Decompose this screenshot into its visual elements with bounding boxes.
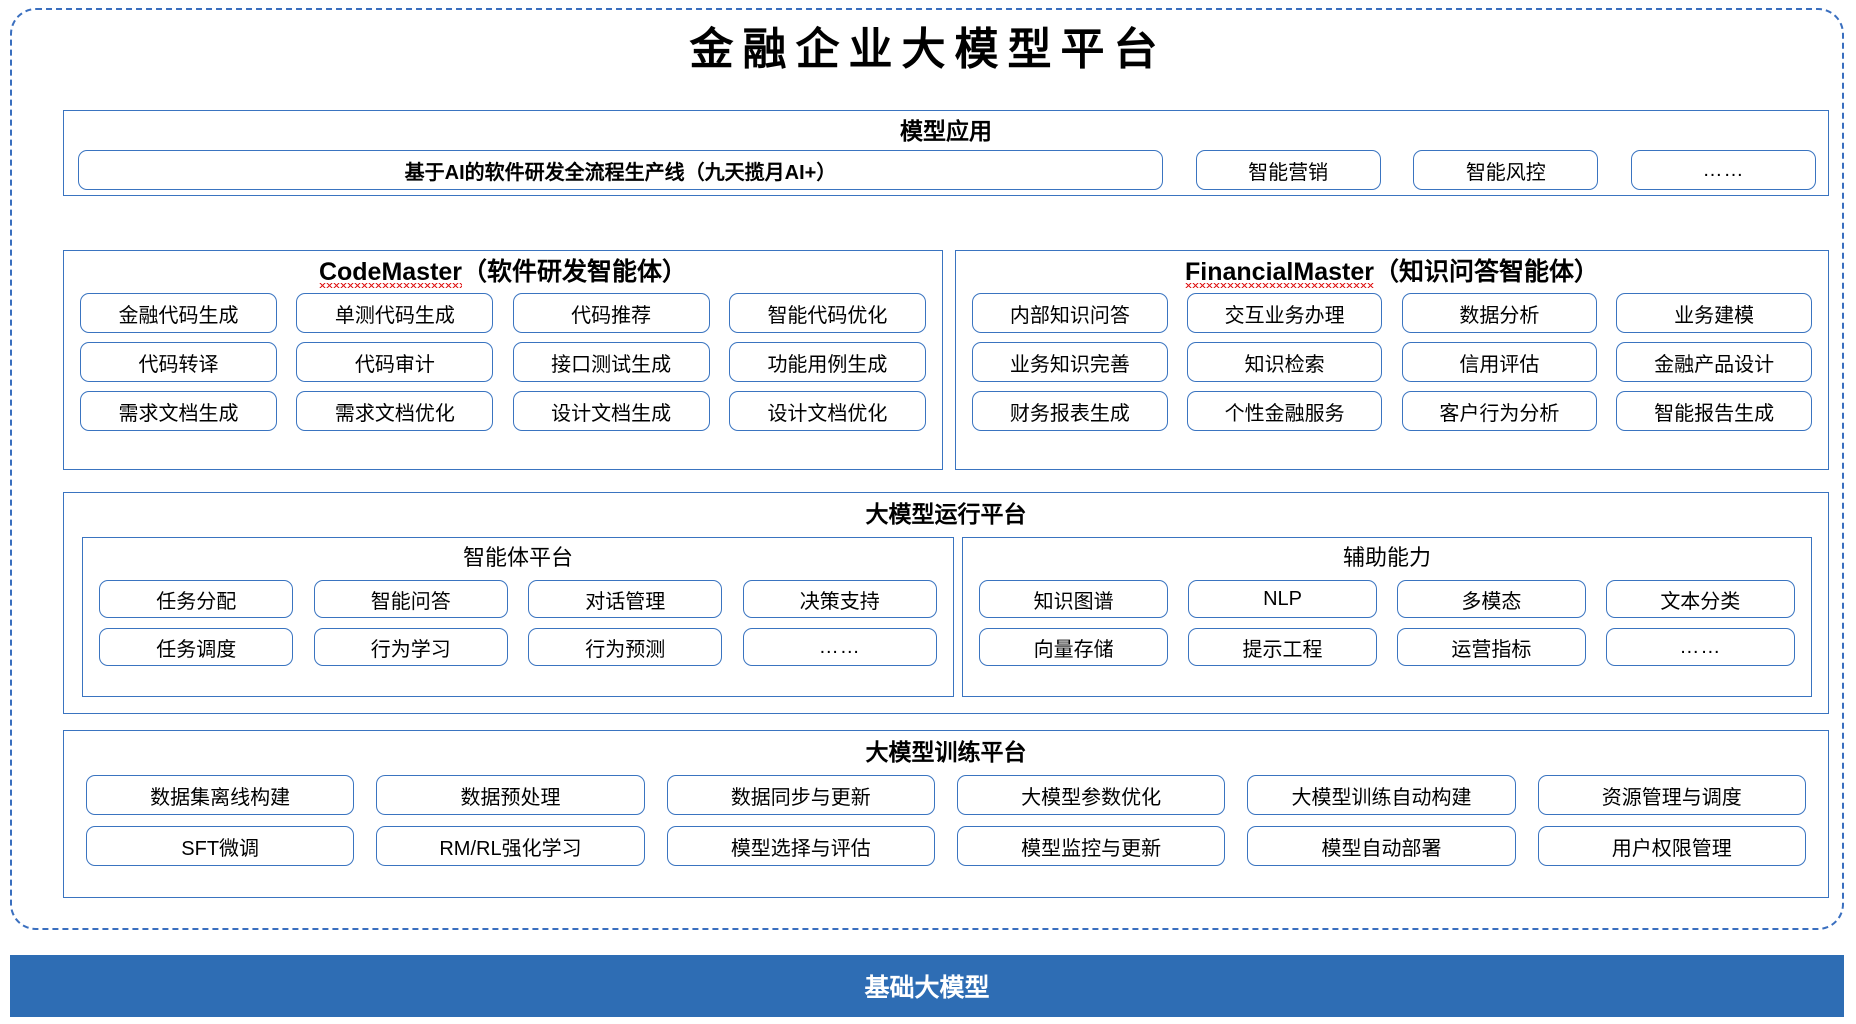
model-application-title: 模型应用 [900, 118, 992, 144]
financialmaster-item-financial-product-design[interactable]: 金融产品设计 [1616, 342, 1812, 382]
training-item-data-sync-update[interactable]: 数据同步与更新 [666, 775, 935, 815]
training-item-auto-training-build[interactable]: 大模型训练自动构建 [1247, 775, 1516, 815]
foundation-model-bar: 基础大模型 [10, 955, 1844, 1017]
app-item-more[interactable]: …… [1630, 150, 1816, 190]
financialmaster-item-financial-report-gen[interactable]: 财务报表生成 [972, 391, 1168, 431]
financialmaster-heading: FinancialMaster（知识问答智能体） [956, 255, 1828, 289]
codemaster-row-3: 需求文档生成 需求文档优化 设计文档生成 设计文档优化 [80, 391, 926, 431]
codemaster-row-2: 代码转译 代码审计 接口测试生成 功能用例生成 [80, 342, 926, 382]
financialmaster-item-business-knowledge-improve[interactable]: 业务知识完善 [972, 342, 1168, 382]
runtime-platform-title: 大模型运行平台 [865, 501, 1027, 527]
agent-platform-item-behavior-prediction[interactable]: 行为预测 [528, 628, 723, 666]
training-item-user-permission[interactable]: 用户权限管理 [1537, 826, 1806, 866]
agent-platform-item-more[interactable]: …… [742, 628, 937, 666]
agent-platform-item-behavior-learning[interactable]: 行为学习 [313, 628, 508, 666]
aux-capability-item-more[interactable]: …… [1605, 628, 1795, 666]
aux-capability-item-text-classification[interactable]: 文本分类 [1605, 580, 1795, 618]
financialmaster-item-smart-report-gen[interactable]: 智能报告生成 [1616, 391, 1812, 431]
aux-capability-item-operation-metrics[interactable]: 运营指标 [1396, 628, 1587, 666]
training-platform-grid: 数据集离线构建 数据预处理 数据同步与更新 大模型参数优化 大模型训练自动构建 … [86, 775, 1806, 877]
training-platform-title: 大模型训练平台 [865, 739, 1027, 765]
financialmaster-row-3: 财务报表生成 个性金融服务 客户行为分析 智能报告生成 [972, 391, 1812, 431]
aux-capability-item-knowledge-graph[interactable]: 知识图谱 [979, 580, 1169, 618]
app-item-smart-marketing[interactable]: 智能营销 [1195, 150, 1381, 190]
financialmaster-item-credit-assessment[interactable]: 信用评估 [1401, 342, 1598, 382]
foundation-model-label: 基础大模型 [864, 974, 990, 1002]
financialmaster-item-customer-behavior-analysis[interactable]: 客户行为分析 [1401, 391, 1598, 431]
training-item-model-monitor-update[interactable]: 模型监控与更新 [956, 826, 1226, 866]
training-platform-row-1: 数据集离线构建 数据预处理 数据同步与更新 大模型参数优化 大模型训练自动构建 … [86, 775, 1806, 815]
financialmaster-item-internal-knowledge-qa[interactable]: 内部知识问答 [972, 293, 1168, 333]
codemaster-item-unit-test-code-gen[interactable]: 单测代码生成 [296, 293, 494, 333]
codemaster-item-interface-test-gen[interactable]: 接口测试生成 [512, 342, 710, 382]
financialmaster-grid: 内部知识问答 交互业务办理 数据分析 业务建模 业务知识完善 知识检索 信用评估… [972, 293, 1812, 440]
agent-platform-grid: 任务分配 智能问答 对话管理 决策支持 任务调度 行为学习 行为预测 …… [99, 580, 937, 676]
financialmaster-item-interactive-business[interactable]: 交互业务办理 [1186, 293, 1383, 333]
codemaster-item-code-audit[interactable]: 代码审计 [296, 342, 494, 382]
codemaster-item-function-case-gen[interactable]: 功能用例生成 [728, 342, 926, 382]
codemaster-item-design-doc-optimize[interactable]: 设计文档优化 [728, 391, 926, 431]
training-item-rm-rl[interactable]: RM/RL强化学习 [376, 826, 645, 866]
codemaster-row-1: 金融代码生成 单测代码生成 代码推荐 智能代码优化 [80, 293, 926, 333]
runtime-platform-section: 大模型运行平台 智能体平台 任务分配 智能问答 对话管理 决策支持 任务调度 行… [63, 492, 1829, 714]
agent-platform-item-decision-support[interactable]: 决策支持 [742, 580, 937, 618]
training-platform-section: 大模型训练平台 数据集离线构建 数据预处理 数据同步与更新 大模型参数优化 大模… [63, 730, 1829, 898]
agent-platform-item-smart-qa[interactable]: 智能问答 [313, 580, 508, 618]
financialmaster-section: FinancialMaster（知识问答智能体） 内部知识问答 交互业务办理 数… [955, 250, 1829, 470]
model-application-section: 模型应用 基于AI的软件研发全流程生产线（九天揽月AI+） 智能营销 智能风控 … [63, 110, 1829, 196]
agent-platform-row-2: 任务调度 行为学习 行为预测 …… [99, 628, 937, 666]
aux-capability-item-prompt-engineering[interactable]: 提示工程 [1187, 628, 1378, 666]
codemaster-suffix: （软件研发智能体） [462, 258, 688, 286]
app-item-ai-sdlc-pipeline[interactable]: 基于AI的软件研发全流程生产线（九天揽月AI+） [78, 150, 1163, 190]
financialmaster-name: FinancialMaster [1185, 258, 1374, 286]
training-platform-row-2: SFT微调 RM/RL强化学习 模型选择与评估 模型监控与更新 模型自动部署 用… [86, 826, 1806, 866]
codemaster-grid: 金融代码生成 单测代码生成 代码推荐 智能代码优化 代码转译 代码审计 接口测试… [80, 293, 926, 440]
aux-capability-row-2: 向量存储 提示工程 运营指标 …… [979, 628, 1795, 666]
aux-capability-title: 辅助能力 [1342, 545, 1431, 570]
training-item-model-selection-eval[interactable]: 模型选择与评估 [666, 826, 935, 866]
agent-platform-item-task-scheduling[interactable]: 任务调度 [99, 628, 294, 666]
model-application-row: 基于AI的软件研发全流程生产线（九天揽月AI+） 智能营销 智能风控 …… [78, 150, 1816, 190]
training-item-sft-finetune[interactable]: SFT微调 [86, 826, 355, 866]
training-item-data-preprocessing[interactable]: 数据预处理 [376, 775, 645, 815]
codemaster-item-requirement-doc-gen[interactable]: 需求文档生成 [80, 391, 278, 431]
app-item-smart-risk-control[interactable]: 智能风控 [1413, 150, 1599, 190]
codemaster-heading: CodeMaster（软件研发智能体） [64, 255, 942, 289]
platform-outer-frame [10, 8, 1844, 930]
financialmaster-item-personalized-service[interactable]: 个性金融服务 [1186, 391, 1383, 431]
aux-capability-grid: 知识图谱 NLP 多模态 文本分类 向量存储 提示工程 运营指标 …… [979, 580, 1795, 676]
codemaster-item-design-doc-gen[interactable]: 设计文档生成 [512, 391, 710, 431]
financialmaster-row-2: 业务知识完善 知识检索 信用评估 金融产品设计 [972, 342, 1812, 382]
codemaster-section: CodeMaster（软件研发智能体） 金融代码生成 单测代码生成 代码推荐 智… [63, 250, 943, 470]
training-item-model-param-optimize[interactable]: 大模型参数优化 [956, 775, 1226, 815]
aux-capability-item-nlp[interactable]: NLP [1187, 580, 1378, 618]
agent-platform-title: 智能体平台 [462, 545, 573, 570]
codemaster-item-financial-code-gen[interactable]: 金融代码生成 [80, 293, 278, 333]
codemaster-item-code-translation[interactable]: 代码转译 [80, 342, 278, 382]
aux-capability-panel: 辅助能力 知识图谱 NLP 多模态 文本分类 向量存储 提示工程 运营指标 …… [962, 537, 1812, 697]
financialmaster-suffix: （知识问答智能体） [1373, 258, 1599, 286]
aux-capability-row-1: 知识图谱 NLP 多模态 文本分类 [979, 580, 1795, 618]
financialmaster-item-knowledge-retrieval[interactable]: 知识检索 [1186, 342, 1383, 382]
financialmaster-row-1: 内部知识问答 交互业务办理 数据分析 业务建模 [972, 293, 1812, 333]
agent-platform-item-task-allocation[interactable]: 任务分配 [99, 580, 294, 618]
aux-capability-item-multimodal[interactable]: 多模态 [1396, 580, 1587, 618]
agent-platform-item-dialog-management[interactable]: 对话管理 [528, 580, 723, 618]
agent-platform-panel: 智能体平台 任务分配 智能问答 对话管理 决策支持 任务调度 行为学习 行为预测… [82, 537, 954, 697]
page-title: 金融企业大模型平台 [689, 25, 1167, 74]
agent-platform-row-1: 任务分配 智能问答 对话管理 决策支持 [99, 580, 937, 618]
aux-capability-item-vector-store[interactable]: 向量存储 [979, 628, 1169, 666]
codemaster-item-smart-code-optimize[interactable]: 智能代码优化 [728, 293, 926, 333]
codemaster-item-requirement-doc-optimize[interactable]: 需求文档优化 [296, 391, 494, 431]
training-item-model-auto-deploy[interactable]: 模型自动部署 [1247, 826, 1516, 866]
codemaster-name: CodeMaster [318, 258, 463, 286]
financialmaster-item-business-modeling[interactable]: 业务建模 [1616, 293, 1812, 333]
training-item-resource-management[interactable]: 资源管理与调度 [1537, 775, 1806, 815]
financialmaster-item-data-analysis[interactable]: 数据分析 [1401, 293, 1598, 333]
codemaster-item-code-recommend[interactable]: 代码推荐 [512, 293, 710, 333]
training-item-dataset-offline-build[interactable]: 数据集离线构建 [86, 775, 355, 815]
